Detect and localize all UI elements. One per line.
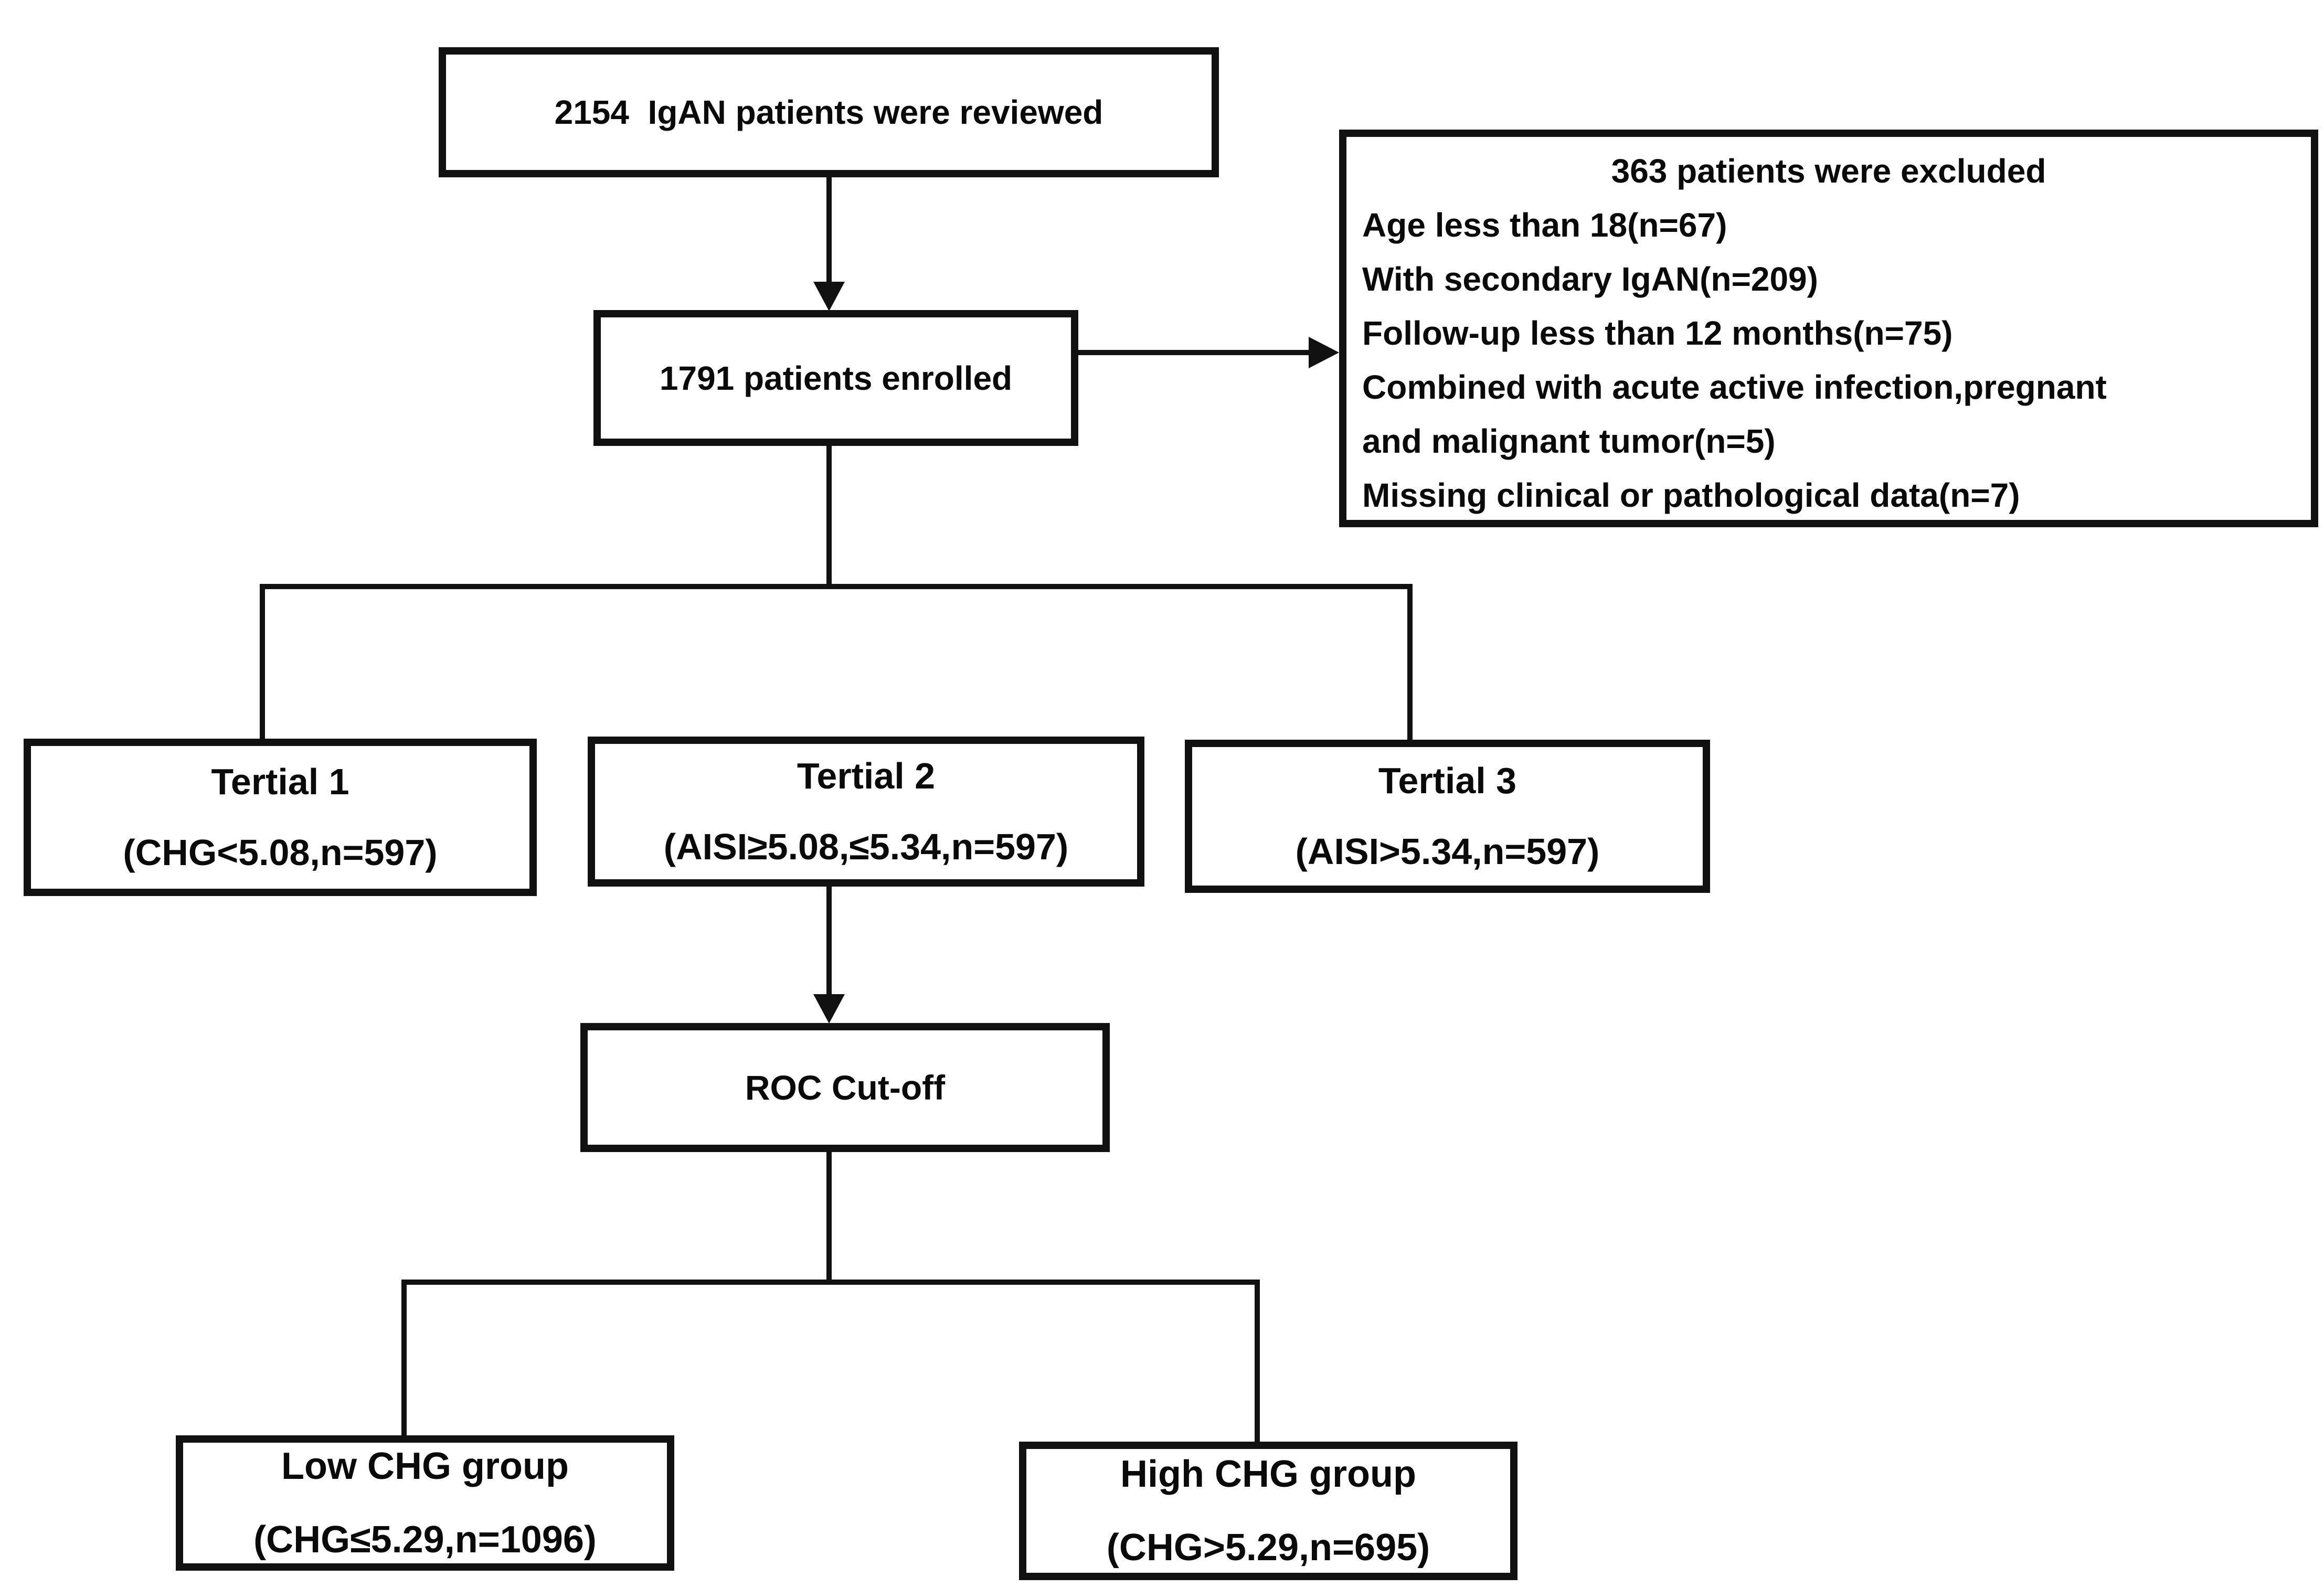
arrow-down-icon bbox=[813, 994, 845, 1024]
roc-cutoff-text: ROC Cut-off bbox=[745, 1068, 946, 1107]
enrolled-patients-text: 1791 patients enrolled bbox=[659, 359, 1013, 397]
connector-drop-to-tertial-1 bbox=[260, 584, 265, 739]
connector-drop-to-tertial-3 bbox=[1407, 584, 1413, 740]
connector-roc-stem bbox=[826, 1152, 832, 1282]
connector-review-to-enrolled bbox=[826, 177, 832, 282]
roc-cutoff-box: ROC Cut-off bbox=[580, 1023, 1110, 1152]
excluded-item-infection-tumor: Combined with acute active infection,pre… bbox=[1362, 368, 2107, 460]
tertial-1-title: Tertial 1 bbox=[211, 761, 349, 802]
tertial-2-box: Tertial 2 (AISI≥5.08,≤5.34,n=597) bbox=[588, 737, 1144, 887]
high-chg-group-box: High CHG group (CHG>5.29,n=695) bbox=[1019, 1442, 1518, 1580]
enrolled-patients-box: 1791 patients enrolled bbox=[593, 310, 1078, 446]
high-chg-title: High CHG group bbox=[1120, 1453, 1416, 1495]
connector-tertial-split-line bbox=[260, 584, 1413, 589]
connector-drop-to-high-chg bbox=[1255, 1280, 1260, 1442]
tertial-2-criteria: (AISI≥5.08,≤5.34,n=597) bbox=[663, 826, 1069, 867]
excluded-patients-box: 363 patients were excluded Age less than… bbox=[1339, 130, 2318, 527]
low-chg-criteria: (CHG≤5.29,n=1096) bbox=[253, 1519, 597, 1561]
excluded-item-secondary-igan: With secondary IgAN(n=209) bbox=[1362, 260, 1818, 298]
tertial-1-box: Tertial 1 (CHG<5.08,n=597) bbox=[24, 739, 537, 896]
arrow-down-icon bbox=[813, 282, 845, 311]
high-chg-criteria: (CHG>5.29,n=695) bbox=[1106, 1527, 1430, 1569]
connector-chg-split-line bbox=[401, 1280, 1260, 1285]
excluded-item-age: Age less than 18(n=67) bbox=[1362, 206, 1727, 244]
connector-drop-to-low-chg bbox=[401, 1280, 407, 1435]
low-chg-group-box: Low CHG group (CHG≤5.29,n=1096) bbox=[176, 1435, 674, 1571]
tertial-3-title: Tertial 3 bbox=[1378, 760, 1517, 801]
excluded-title: 363 patients were excluded bbox=[1611, 152, 2046, 190]
reviewed-patients-box: 2154 IgAN patients were reviewed bbox=[439, 47, 1219, 177]
tertial-2-title: Tertial 2 bbox=[797, 755, 936, 796]
connector-enrolled-stem bbox=[826, 446, 832, 587]
tertial-3-box: Tertial 3 (AISI>5.34,n=597) bbox=[1185, 740, 1710, 893]
excluded-item-missing-data: Missing clinical or pathological data(n=… bbox=[1362, 476, 2020, 514]
reviewed-patients-text: 2154 IgAN patients were reviewed bbox=[554, 93, 1103, 131]
low-chg-title: Low CHG group bbox=[281, 1445, 569, 1487]
arrow-right-icon bbox=[1309, 337, 1339, 368]
tertial-1-criteria: (CHG<5.08,n=597) bbox=[123, 832, 438, 873]
connector-tertial2-to-roc bbox=[826, 887, 832, 995]
excluded-item-followup: Follow-up less than 12 months(n=75) bbox=[1362, 314, 1953, 352]
connector-enrolled-to-excluded bbox=[1078, 350, 1310, 355]
tertial-3-criteria: (AISI>5.34,n=597) bbox=[1295, 831, 1600, 872]
